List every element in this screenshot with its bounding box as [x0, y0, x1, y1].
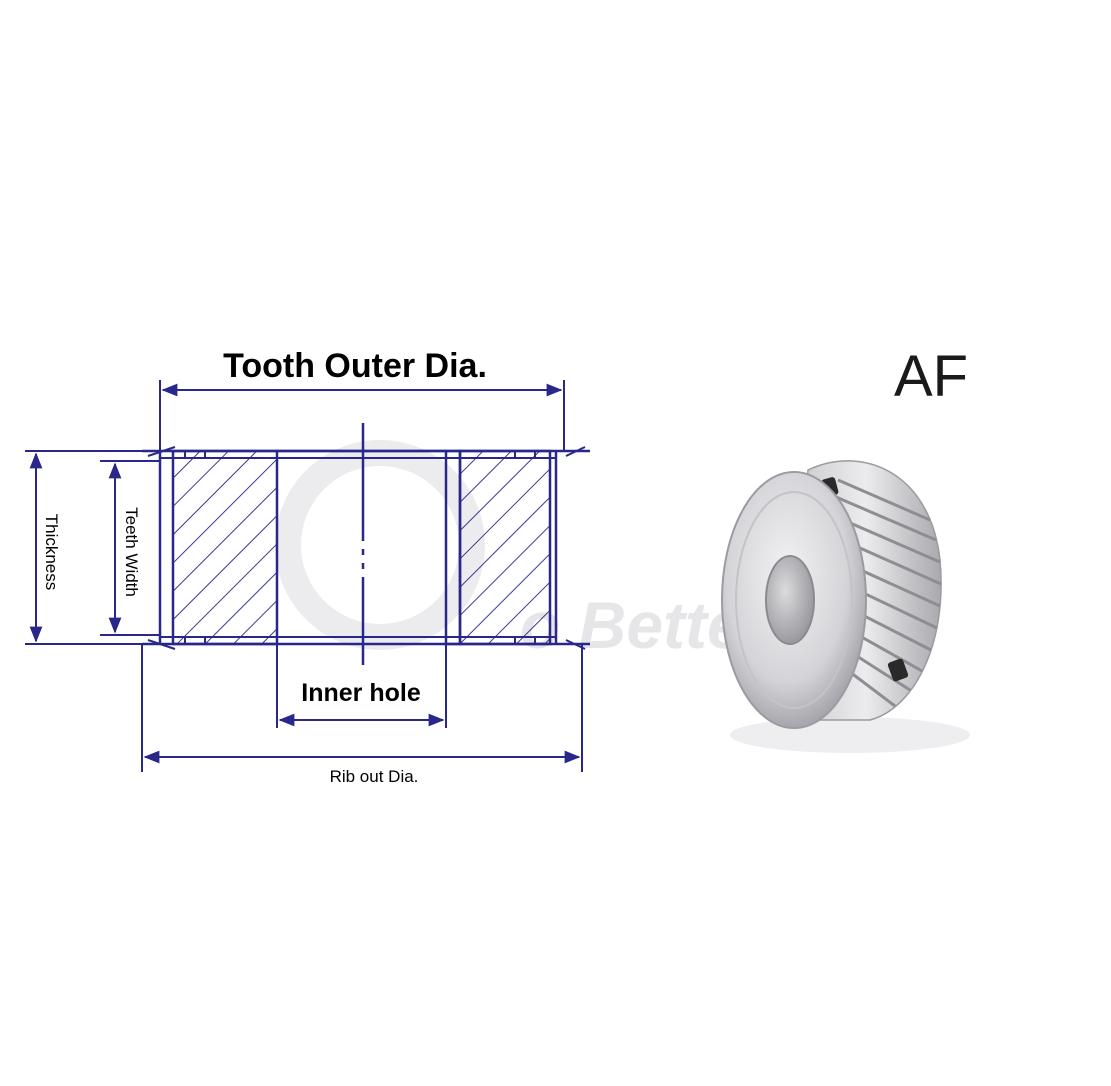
left-teeth	[184, 451, 206, 644]
thickness-label: Thickness	[42, 514, 61, 591]
pulley-bore	[765, 555, 815, 645]
left-flange-tips	[147, 446, 176, 650]
cross-section	[142, 423, 590, 665]
dimension-rib-out-dia: Rib out Dia.	[141, 644, 583, 786]
left-wall	[171, 449, 279, 646]
dimension-inner-hole: Inner hole	[276, 644, 447, 728]
dimension-teeth-width: Teeth Width	[100, 460, 160, 636]
dimension-tooth-outer-dia: Tooth Outer Dia.	[159, 347, 565, 451]
pulley-photo	[721, 460, 970, 753]
rib-out-dia-label: Rib out Dia.	[330, 767, 419, 786]
right-wall	[458, 449, 552, 646]
teeth-width-label: Teeth Width	[122, 507, 141, 597]
inner-hole-label: Inner hole	[301, 679, 421, 707]
tooth-outer-dia-label: Tooth Outer Dia.	[223, 347, 487, 385]
variant-label: AF	[894, 344, 968, 409]
set-screw-bottom-icon	[887, 658, 909, 682]
dimension-thickness: Thickness	[25, 450, 142, 645]
right-teeth	[514, 451, 536, 644]
